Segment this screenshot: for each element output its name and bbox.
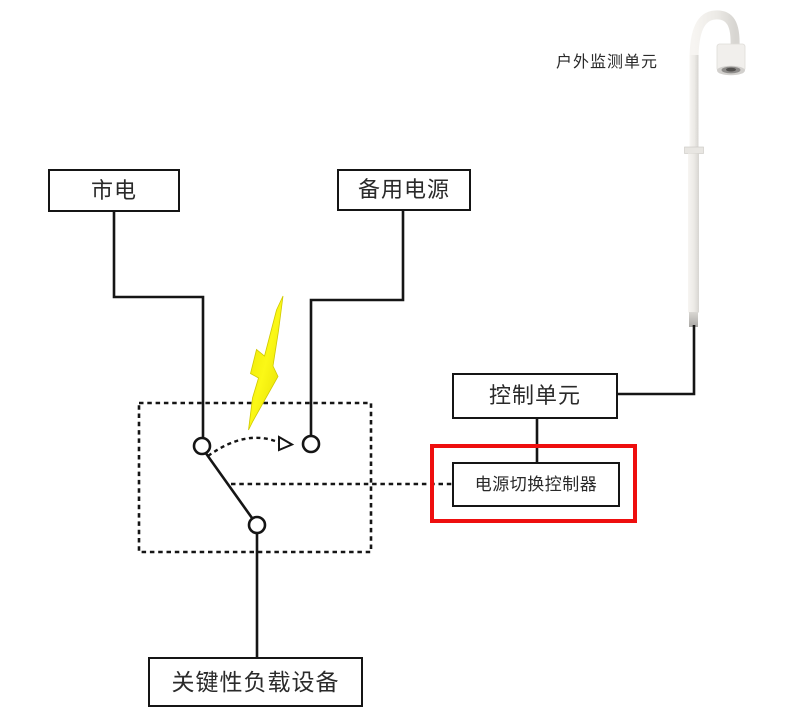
box-backup-power: 备用电源 [337,169,471,211]
dashed-arc-arrow-icon [207,435,295,457]
highlight-red-frame [430,444,637,523]
label-outdoor-monitoring-unit: 户外监测单元 [556,54,659,71]
box-control-unit: 控制单元 [452,373,618,419]
box-mains-power: 市电 [48,169,180,212]
lightning-bolt-icon [248,295,284,431]
box-critical-load: 关键性负载设备 [148,657,363,707]
box-power-switch-controller: 电源切换控制器 [452,462,620,507]
outdoor-camera-pole-icon [684,10,746,327]
spdt-transfer-switch-icon [192,434,321,535]
connection-wires [112,211,696,657]
